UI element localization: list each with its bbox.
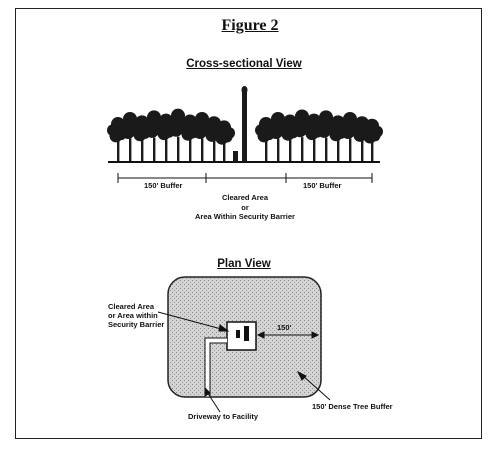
facility-marker — [244, 326, 249, 341]
tower — [241, 86, 248, 162]
distance-arrow — [256, 331, 320, 339]
distance-label: 150' — [277, 323, 292, 332]
plan-view-title: Plan View — [217, 258, 271, 270]
tree-row-right — [255, 109, 383, 161]
tower-marker — [236, 330, 240, 338]
figure-border — [15, 8, 482, 439]
buffer-left-label: 150' Buffer — [144, 181, 183, 190]
tree-row-left — [107, 108, 235, 161]
buffer-dimension-line — [117, 173, 373, 183]
plan-cleared-label-3: Security Barrier — [108, 320, 165, 329]
plan-cleared-label-1: Cleared Area — [108, 302, 154, 311]
buffer-right-label: 150' Buffer — [303, 181, 342, 190]
security-barrier-label: Area Within Security Barrier — [195, 212, 295, 221]
tree-buffer-label: 150' Dense Tree Buffer — [312, 402, 393, 411]
driveway — [204, 337, 227, 397]
cross-section-title: Cross-sectional View — [186, 58, 302, 70]
tree-icon — [167, 108, 189, 161]
equipment-shed — [233, 151, 238, 162]
or-label: or — [241, 203, 249, 212]
cleared-area-label: Cleared Area — [222, 193, 268, 202]
cleared-area-box — [226, 321, 257, 351]
leader-arrows — [157, 311, 331, 413]
plan-cleared-label-2: or Area within — [108, 311, 158, 320]
tree-icon — [213, 120, 235, 161]
tree-icon — [361, 118, 383, 161]
figure-title: Figure 2 — [221, 17, 279, 34]
driveway-label: Driveway to Facility — [188, 412, 259, 421]
